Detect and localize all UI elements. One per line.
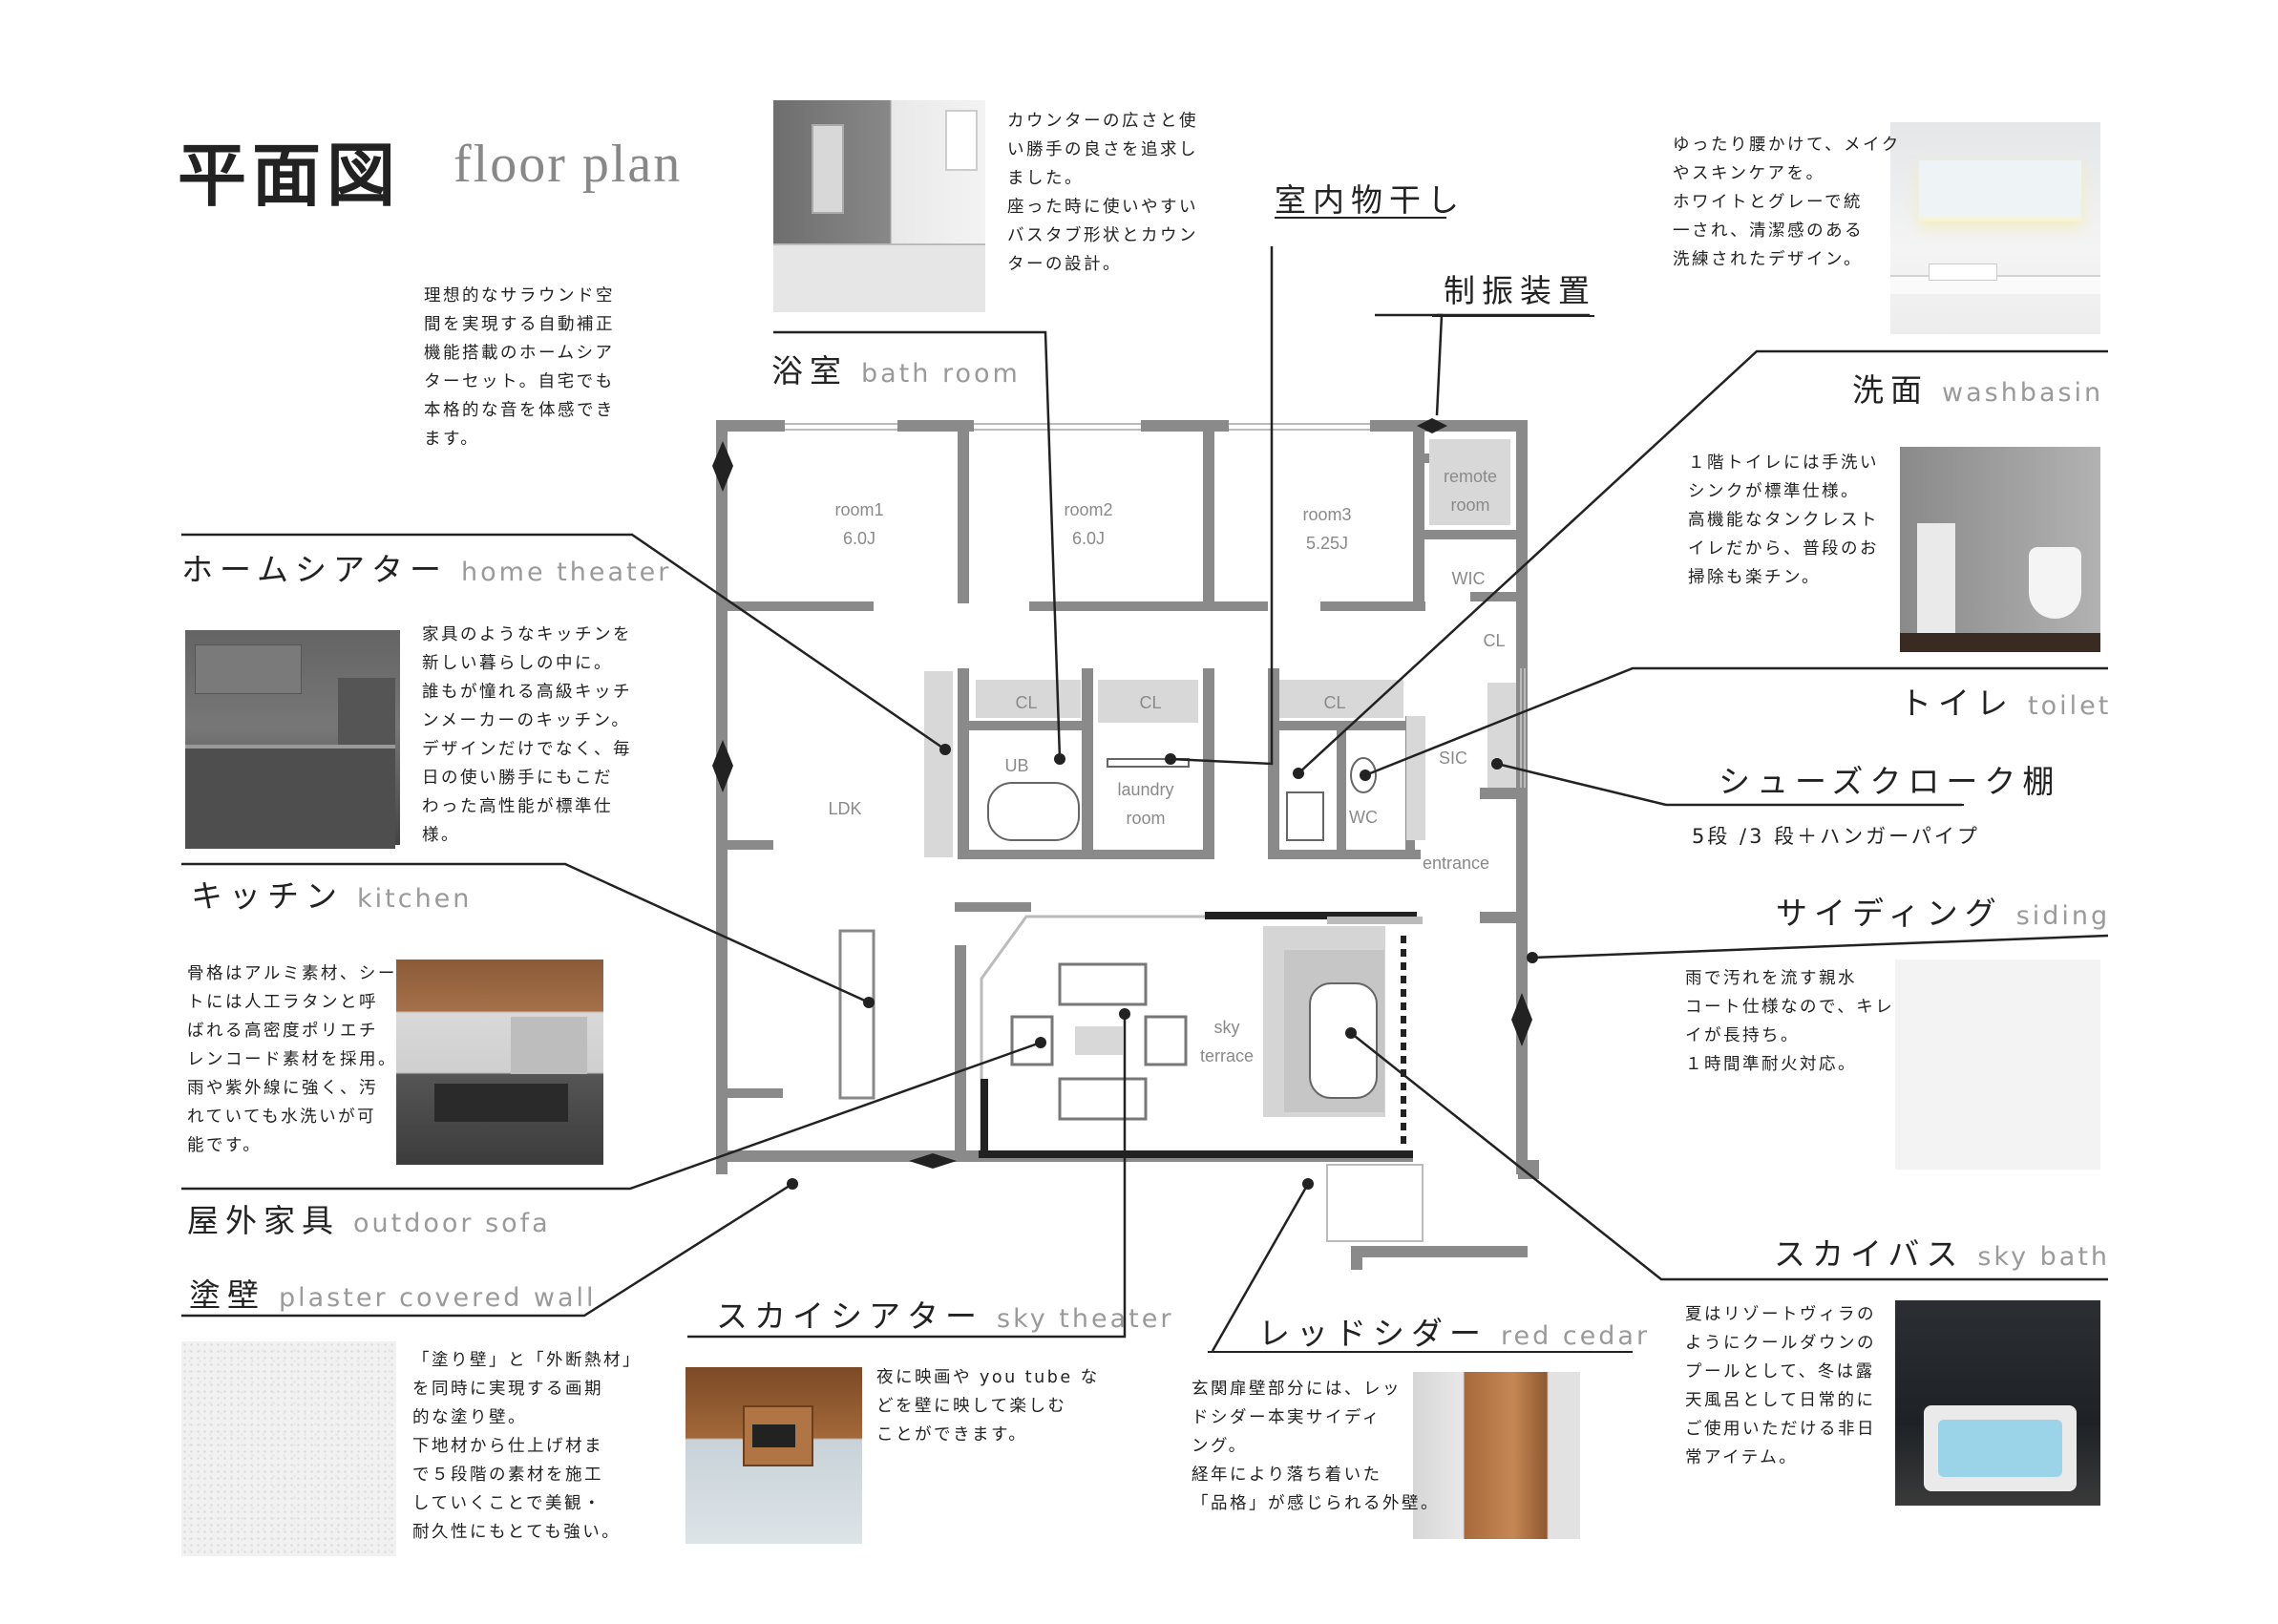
room1-size: 6.0J: [843, 529, 875, 548]
toilet-description: １階トイレには手洗いシンクが標準仕様。高機能なタンクレストイレだから、普段のお掃…: [1688, 453, 1879, 587]
washbasin-description: ゆったり腰かけて、メイクやスキンケアを。ホワイトとグレーで統一され、清潔感のある…: [1673, 136, 1901, 269]
siding-description: 雨で汚れを流す親水コート仕様なので、キレイが長持ち。１時間準耐火対応。: [1685, 969, 1895, 1074]
plan-walls: [716, 420, 1539, 1270]
leader-lines: [181, 246, 2109, 1352]
laundry-label: laundry: [1117, 780, 1173, 799]
laundry-label-2: room: [1126, 809, 1165, 828]
indoor-drying-label: 室内物干し: [1275, 181, 1466, 219]
cl-label-1: CL: [1483, 631, 1505, 650]
red-cedar-photo: [1413, 1372, 1580, 1539]
seismic-dampers: [712, 418, 1532, 1169]
red-cedar-description: 玄関扉壁部分には、レッドシダー本実サイディング。経年により落ち着いた「品格」が感…: [1192, 1380, 1440, 1513]
page-title: 平面図: [178, 135, 402, 216]
red-cedar-rule: [1208, 1351, 1633, 1353]
outdoor-sofa-photo: [396, 960, 603, 1165]
plaster-description: 「塗り壁」と「外断熱材」を同時に実現する画期的な塗り壁。下地材から仕上げ材まで５…: [412, 1351, 642, 1542]
bath-photo: [773, 100, 985, 312]
kitchen-photo: [185, 630, 400, 849]
terrace-label: terrace: [1200, 1046, 1254, 1065]
room3-size: 5.25J: [1306, 534, 1348, 553]
sky-bath-description: 夏はリゾートヴィラのようにクールダウンのプールとして、冬は露天風呂として日常的に…: [1685, 1305, 1876, 1467]
wic-label: WIC: [1452, 569, 1486, 588]
plan-labels: room1 6.0J room2 6.0J room3 5.25J remote…: [828, 467, 1505, 1065]
bath-description: カウンターの広さと使い勝手の良さを追求しました。座った時に使いやすいバスタブ形状…: [1007, 112, 1198, 274]
washbasin-photo: [1890, 122, 2100, 334]
page-subtitle: floor plan: [453, 135, 683, 194]
room3-label: room3: [1302, 505, 1351, 524]
cl-label-3: CL: [1139, 693, 1161, 712]
sic-label: SIC: [1439, 749, 1467, 768]
ldk-label: LDK: [828, 799, 861, 818]
shoe-closet-label: シューズクローク棚: [1719, 763, 2061, 800]
room1-label: room1: [834, 500, 883, 519]
seismic-device-label: 制振装置: [1444, 272, 1596, 309]
sky-label: sky: [1214, 1018, 1240, 1037]
sky-theater-photo: [686, 1367, 862, 1544]
remote-label-2: room: [1450, 496, 1489, 515]
kitchen-intro-description: 家具のようなキッチンを新しい暮らしの中に。誰もが憧れる高級キッチンメーカーのキッ…: [422, 625, 632, 845]
sky-bath-photo: [1895, 1300, 2100, 1506]
siding-photo: [1895, 960, 2100, 1170]
plan-windows: [785, 423, 1526, 792]
shoe-closet-rule: [1666, 804, 1964, 806]
cl-label-4: CL: [1323, 693, 1345, 712]
cl-label-2: CL: [1015, 693, 1037, 712]
plaster-photo: [181, 1341, 396, 1556]
outdoor-description: 骨格はアルミ素材、シートには人工ラタンと呼ばれる高密度ポリエチレンコード素材を採…: [187, 964, 397, 1155]
entrance-label: entrance: [1423, 854, 1489, 873]
room2-label: room2: [1064, 500, 1112, 519]
seismic-rule: [1432, 315, 1594, 317]
shoe-closet-subtext: 5段 /3 段＋ハンガーパイプ: [1692, 825, 1980, 848]
ub-label: UB: [1004, 756, 1028, 775]
theater-intro-description: 理想的なサラウンド空間を実現する自動補正機能搭載のホームシアターセット。自宅でも…: [424, 286, 615, 449]
drying-rule: [1275, 217, 1446, 219]
sky-terrace: [838, 912, 1424, 1242]
toilet-photo: [1900, 447, 2100, 652]
wc-label: WC: [1349, 808, 1378, 827]
sky-theater-description: 夜に映画や you tube などを壁に映して楽しむことができます。: [876, 1368, 1100, 1445]
room2-size: 6.0J: [1072, 529, 1105, 548]
remote-label: remote: [1444, 467, 1497, 486]
plan-closets: [924, 439, 1516, 857]
